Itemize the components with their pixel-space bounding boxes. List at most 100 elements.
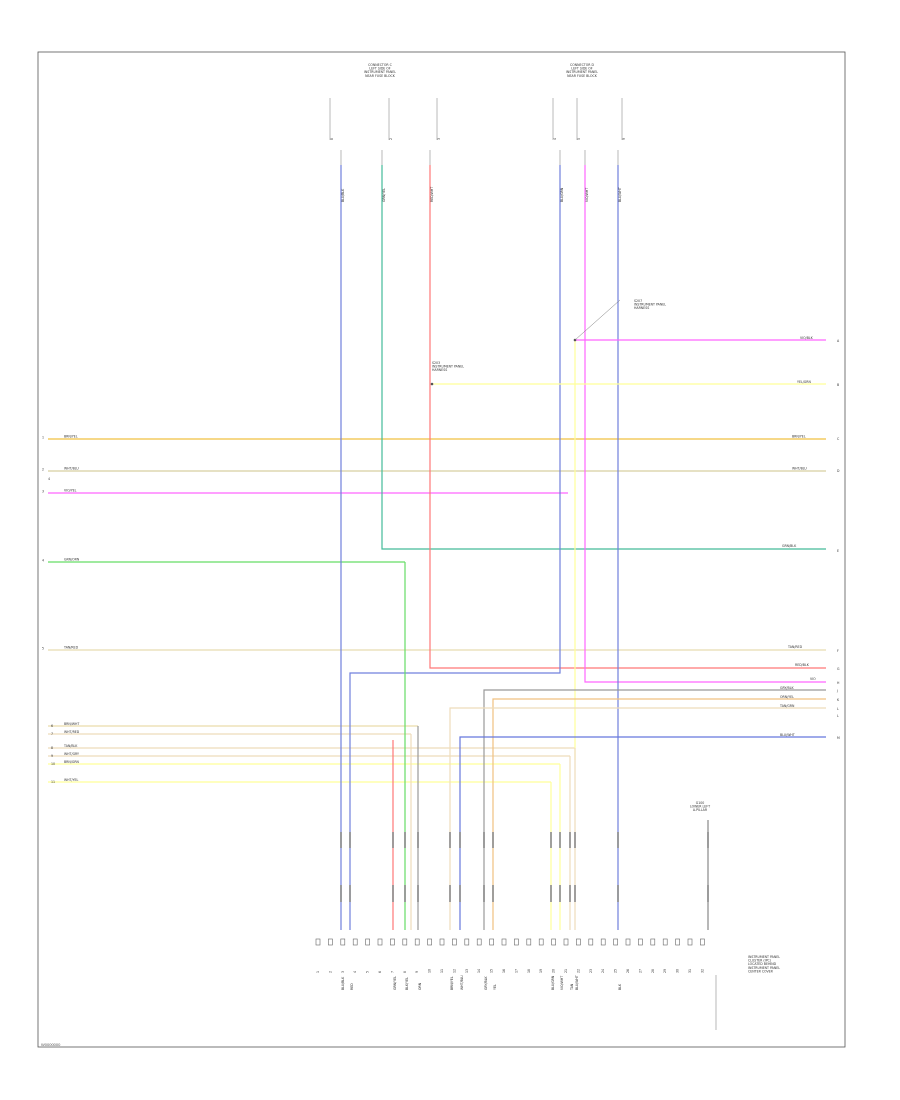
module-pin-box [315, 938, 321, 946]
module-pin-box [538, 938, 544, 946]
right-wire-letter: D [837, 469, 840, 473]
connector-pin-number: 3 [437, 138, 441, 140]
diagram-border [37, 51, 846, 1048]
module-pin-wire-label: YEL [493, 984, 497, 990]
module-pin-box [439, 938, 445, 946]
right-wire-letter: L [837, 707, 839, 711]
left-wire-label: WHT/GRY [64, 752, 79, 756]
module-pin-number: 7 [390, 971, 394, 973]
module-pin-wire-label: VIO/WHT [560, 976, 564, 990]
module-pin-number: 22 [576, 969, 580, 973]
right-wire-label: WHT/BLU [792, 467, 807, 471]
left-wire-label: BRN/GRN [64, 760, 80, 764]
module-pin-number: 30 [676, 969, 680, 973]
module-pin-box [489, 938, 494, 946]
module-pin-number: 8 [403, 971, 407, 973]
left-wire-number: 9 [51, 754, 53, 758]
module-pin-wire-label: BLK [618, 983, 622, 990]
module-pin-number: 19 [539, 969, 543, 973]
module-pin-number: 10 [428, 969, 432, 973]
module-pin-box [662, 938, 668, 946]
module-pin-box [452, 938, 457, 946]
module-pin-box [700, 938, 705, 946]
module-pin-number: 15 [490, 969, 494, 973]
wire-group [48, 98, 826, 1030]
module-pin-box [402, 938, 408, 946]
module-pin-box [476, 938, 482, 946]
module-pin-number: 26 [626, 969, 630, 973]
module-pin-box [328, 938, 333, 946]
right-wire-letter: A [837, 339, 840, 343]
module-pin-box [675, 938, 680, 946]
module-pin-box [600, 938, 606, 946]
vertical-wire-label: GRN/YEL [382, 188, 386, 202]
left-wire-number: 3 [42, 490, 44, 494]
right-wire-label: GRY/BLK [780, 686, 794, 690]
connector-pin-number: 9 [622, 138, 626, 140]
left-wire-label: GRN/ORN [64, 558, 80, 562]
module-pin-box [526, 938, 532, 946]
module-pin-number: 32 [700, 969, 704, 973]
module-pin-number: 21 [564, 969, 568, 973]
module-pin-number: 25 [614, 969, 618, 973]
vertical-wire-label: VIO/WHT [585, 188, 589, 202]
left-wire-label: WHT/YEL [64, 778, 79, 782]
module-pin-box [650, 938, 656, 946]
left-wire-label: BRN/WHT [64, 722, 79, 726]
left-wire-number: 7 [51, 732, 53, 736]
right-wire-letter: E [837, 549, 839, 553]
module-pin-wire-label: GRY/BLK [484, 976, 488, 990]
module-pin-box [427, 938, 432, 946]
module-pin-number: 20 [552, 969, 556, 973]
module-pin-box [563, 938, 569, 946]
module-pin-wire-label: ORN [418, 982, 422, 990]
module-pin-number: 23 [589, 969, 593, 973]
module-pin-number: 6 [378, 971, 382, 973]
module-pin-number: 29 [663, 969, 667, 973]
module-pin-number: 27 [638, 969, 642, 973]
module-pin-wire-label: GRN/YEL [393, 976, 397, 990]
splice-s203-dot [430, 382, 434, 386]
module-pin-number: 24 [601, 969, 605, 973]
module-pin-number: 11 [440, 969, 444, 973]
vertical-wire-red-to-g [429, 165, 826, 669]
right-wire-label: BLU/WHT [780, 733, 795, 737]
vertical-wire-grn-yel-to-e [381, 165, 826, 550]
right-wire-letter: F [837, 649, 839, 653]
module-pin-box [501, 938, 507, 946]
vertical-wire-label: BLU/WHT [618, 187, 622, 202]
module-pin-wire-label: RED [350, 983, 354, 990]
module-pin-wire-label: BLK/YEL [405, 977, 409, 990]
module-pin-wire-label: TAN [570, 983, 574, 991]
connector-pin-number: 2 [389, 138, 393, 140]
module-pin-number: 1 [316, 971, 320, 973]
right-wire-label: RED/BLK [795, 663, 810, 667]
module-pin-box [576, 938, 581, 946]
splice-leader [574, 299, 621, 341]
left-wire-label: WHT/RED [64, 730, 80, 734]
right-wire-letter: G [837, 667, 840, 671]
module-pin-number: 5 [366, 971, 370, 973]
left-wire-label: TAN/RED [63, 646, 79, 650]
module-pin-box [638, 938, 643, 946]
module-pin-wire-label: BRN/YEL [450, 976, 454, 990]
right-wire-label: VIO/BLK [800, 336, 814, 340]
vertical-wire-label: BLU/GRN [560, 187, 564, 202]
left-wire-number: 1 [42, 436, 44, 440]
right-wire-m [459, 736, 826, 930]
module-pin-number: 4 [353, 971, 357, 973]
module-pin-box [625, 938, 631, 946]
module-pin-number: 28 [651, 969, 655, 973]
module-pin-wire-label: BLU/WHT [575, 975, 579, 990]
right-wire-l [449, 707, 826, 930]
module-pin-number: 16 [502, 969, 506, 973]
right-wire-letter: K [837, 698, 840, 702]
right-wire-label: TAN/RED [787, 645, 803, 649]
connector-pin-number: 4 [553, 138, 557, 140]
module-pin-number: 3 [341, 971, 345, 973]
